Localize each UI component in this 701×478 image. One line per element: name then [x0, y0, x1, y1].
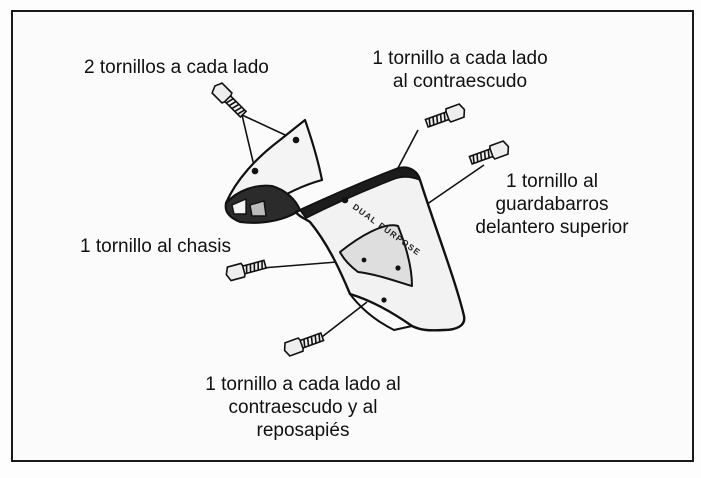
bolt-icon [283, 331, 325, 357]
label-one-bolt-footrest: 1 tornillo a cada lado al contraescudo y… [205, 374, 401, 441]
bolt-icon [211, 82, 248, 119]
fairing-window [339, 224, 413, 287]
label-one-bolt-each-side-contrashield: 1 tornillo a cada lado al contraescudo [372, 48, 548, 92]
leader-line [397, 129, 419, 169]
leader-line [241, 114, 256, 171]
fairing-part [224, 118, 466, 332]
bolt-icon [424, 103, 466, 129]
bolt-icon [225, 259, 267, 282]
label-one-bolt-chassis: 1 tornillo al chasis [80, 236, 232, 257]
label-two-bolts-each-side: 2 tornillos a cada lado [84, 57, 269, 78]
label-one-bolt-front-fender: 1 tornillo al guardabarros delantero sup… [475, 171, 629, 238]
bolt-icon [468, 140, 510, 166]
leader-line [317, 301, 368, 341]
